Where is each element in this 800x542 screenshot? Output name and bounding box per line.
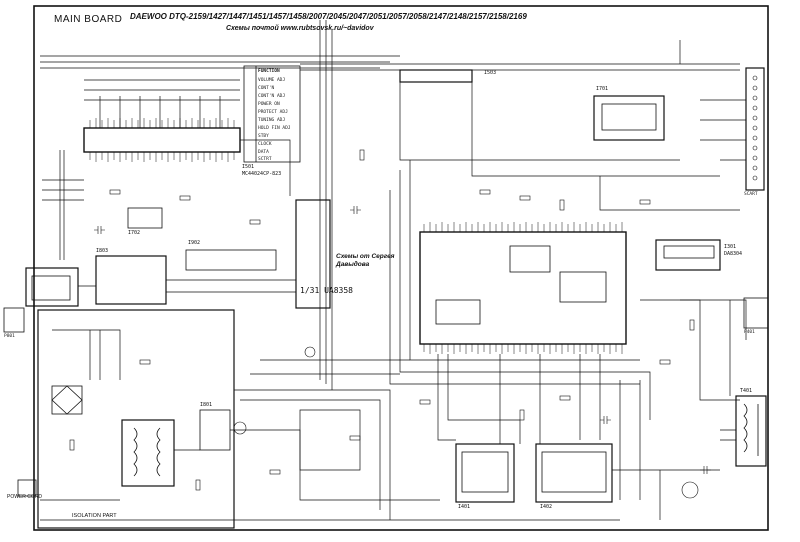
chip-i501-label: I501: [242, 164, 255, 170]
chip-i301: [655, 239, 721, 271]
function-table-heading: FUNCTION: [258, 69, 280, 74]
chip-i601: [419, 231, 627, 345]
chip-i701-label: I701: [596, 86, 609, 92]
credit-note: Схемы от Сергея Давыдова: [336, 253, 406, 269]
transformer-t401: [735, 395, 767, 467]
board-title: MAIN BOARD: [54, 14, 123, 25]
credit-line-2: Давыдова: [336, 261, 370, 268]
transformer-t401-label: T401: [740, 388, 753, 394]
i601-inner-block: [559, 271, 607, 303]
model-list: DAEWOO DTQ-2159/1427/1447/1451/1457/1458…: [130, 12, 527, 21]
chip-i702-label: I702: [128, 230, 141, 236]
chip-i801: [199, 409, 231, 451]
function-row: CLOCK: [258, 142, 272, 147]
i402-inner: [541, 451, 607, 493]
bridge-rectifier: [51, 385, 83, 415]
chip-i702: [127, 207, 163, 229]
function-row: SCTRT: [258, 157, 272, 162]
chip-i803-label: I803: [96, 248, 109, 254]
isolation-label: ISOLATION PART: [72, 513, 117, 519]
chip-i901-part: 1/31 UA8358: [300, 286, 353, 295]
scart-connector: [745, 67, 765, 191]
credit-line-1: Схемы от Сергея: [336, 253, 395, 260]
connector-p801-label: P801: [4, 334, 15, 339]
scart-label: SCART: [744, 192, 758, 197]
i301-inner: [663, 245, 715, 259]
chip-i701: [593, 95, 665, 141]
connector-p801: [3, 307, 25, 333]
function-row: TUNING ADJ: [258, 118, 286, 123]
i701-inner: [601, 103, 657, 131]
function-row: CONT'N: [258, 86, 275, 91]
connector-power: [17, 479, 37, 497]
function-row: HOLD FIN ADJ: [258, 126, 291, 131]
connector-p401: [743, 297, 769, 329]
chip-i501-part: MC44024CP-823: [242, 171, 282, 177]
chip-i803: [95, 255, 167, 305]
chip-i902: [185, 249, 277, 271]
tuner-inner: [31, 275, 71, 301]
function-row: VOLUME ADJ: [258, 78, 286, 83]
chip-i503: [399, 69, 473, 83]
power-label: POWER CORD: [7, 494, 42, 500]
chip-i901: [295, 199, 331, 309]
chip-i401-label: I401: [458, 504, 471, 510]
function-row: PROTECT ADJ: [258, 110, 288, 115]
chip-i301-part: DA8304: [724, 251, 743, 257]
chip-i902-label: I902: [188, 240, 201, 246]
function-row: POWER ON: [258, 102, 280, 107]
chip-i801-label: I801: [200, 402, 213, 408]
source-note: Схемы почтой www.rubtsovsk.ru/~davidov: [226, 25, 374, 32]
chip-i301-label: I301: [724, 244, 737, 250]
chip-i503-label: I503: [484, 70, 497, 76]
power-transformer: [121, 419, 175, 487]
chip-i402-label: I402: [540, 504, 553, 510]
function-row: CONT'N ADJ: [258, 94, 286, 99]
function-row: STBY: [258, 134, 269, 139]
i601-inner-block: [435, 299, 481, 325]
i601-inner-block: [509, 245, 551, 273]
i401-inner: [461, 451, 509, 493]
connector-p401-label: P401: [744, 330, 755, 335]
function-table-box: [243, 65, 301, 163]
isolation-border: [37, 309, 235, 529]
chip-i501: [83, 127, 241, 153]
function-row: DATA: [258, 150, 269, 155]
chip-i402: [535, 443, 613, 503]
tuner-module: [25, 267, 79, 307]
chip-i401: [455, 443, 515, 503]
